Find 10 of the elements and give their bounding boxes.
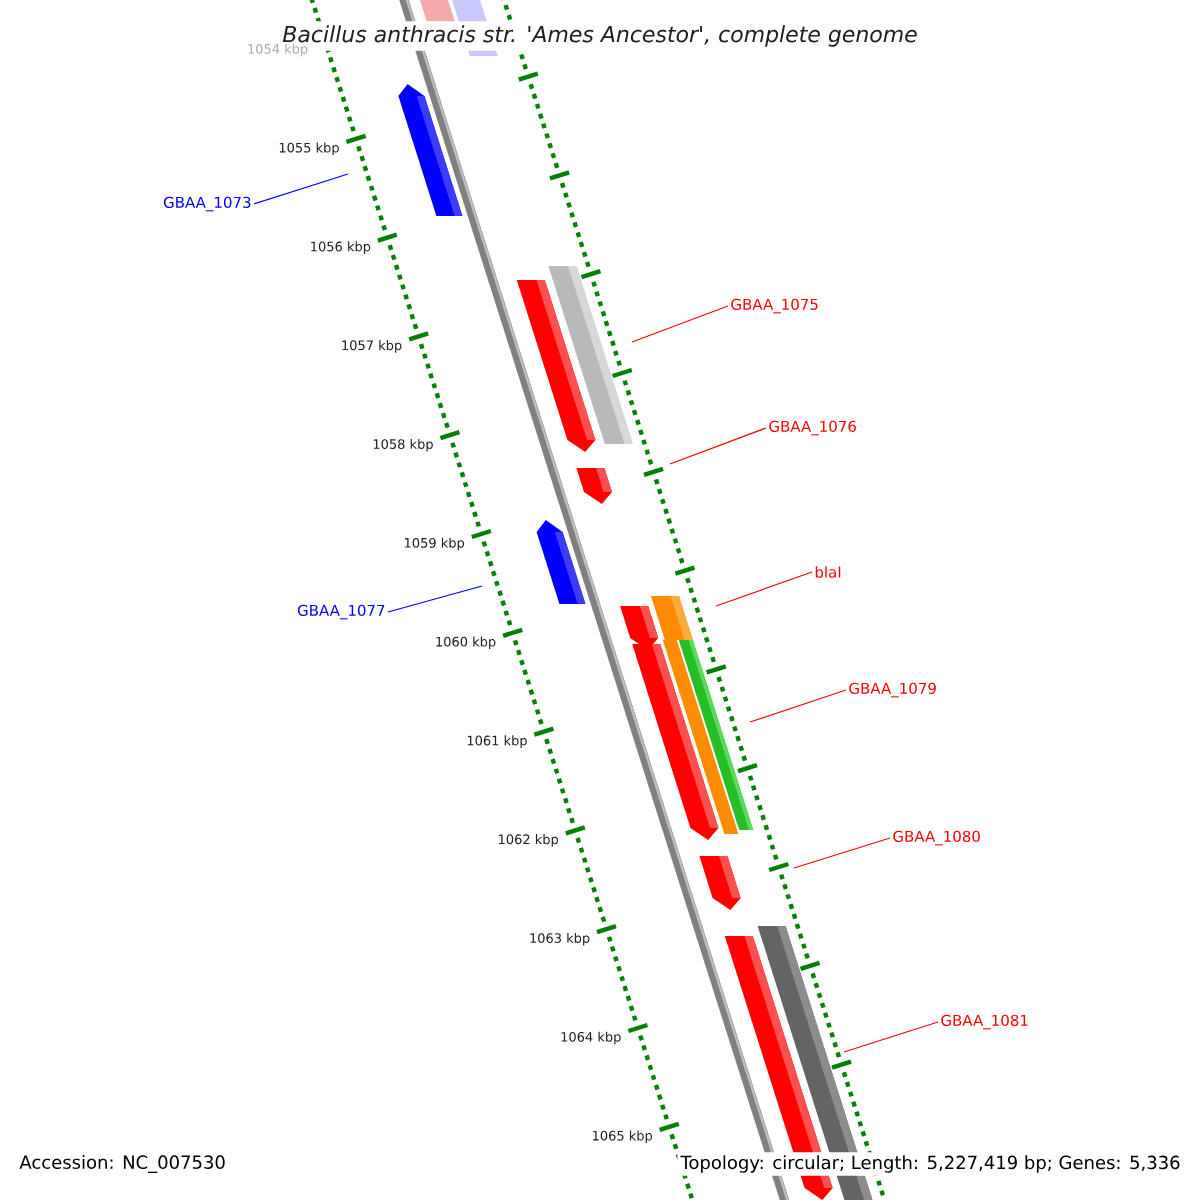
- leader-line: [793, 837, 891, 869]
- leader-line: [749, 689, 847, 723]
- leader-line: [387, 585, 483, 613]
- leader-line: [715, 571, 813, 607]
- leader-line: [843, 1021, 939, 1053]
- leader-line: [631, 305, 729, 343]
- genome-info-label: Topology: circular; Length: 5,227,419 bp; Genes: 5,336: [677, 1152, 1184, 1176]
- leader-line: [253, 173, 349, 205]
- accession-label: Accession: NC_007530: [16, 1152, 229, 1176]
- leader-line: [669, 427, 767, 465]
